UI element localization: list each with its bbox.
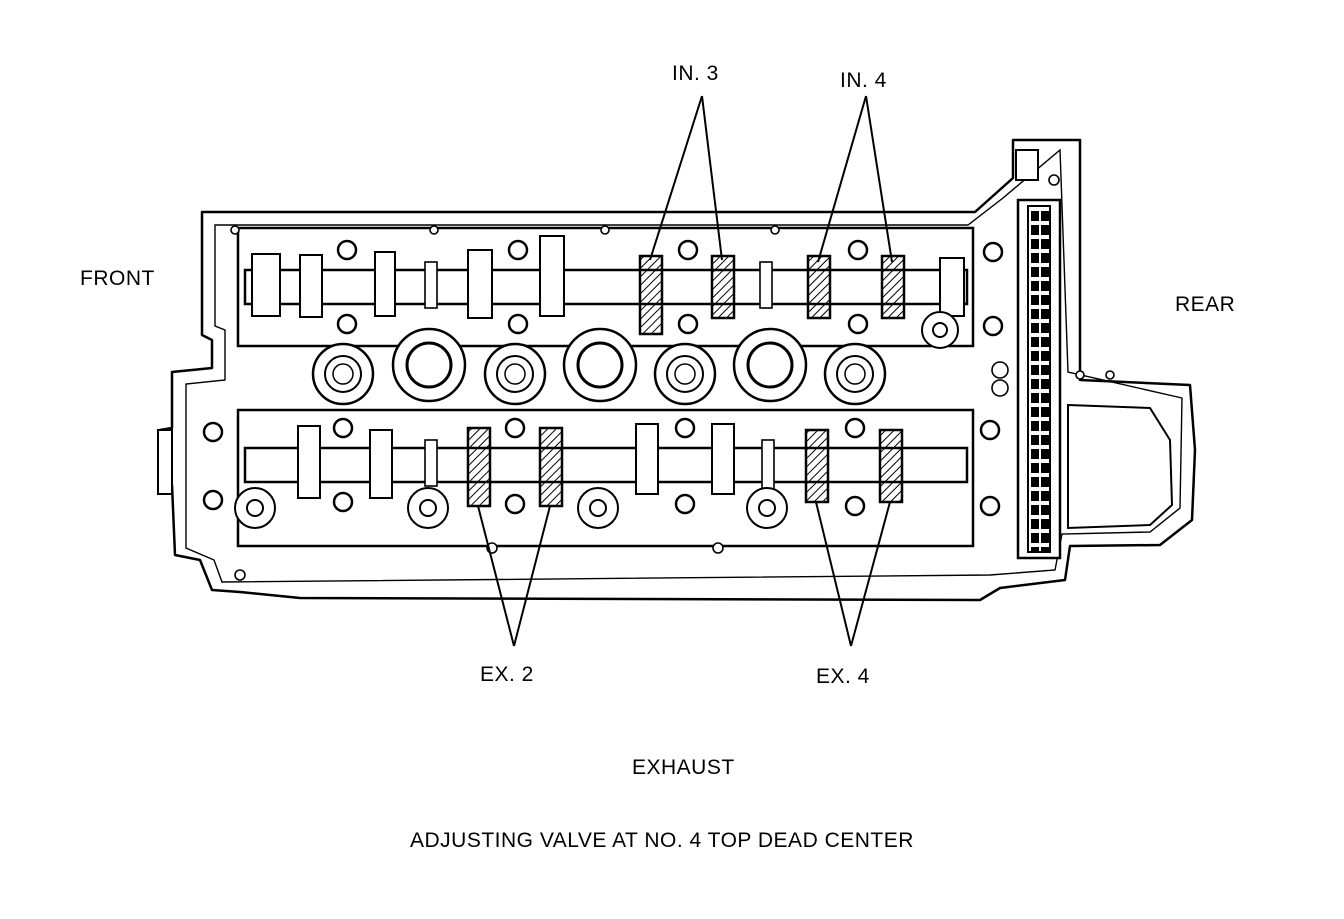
intake-camshaft — [243, 235, 969, 336]
exhaust-valve-ex4-a — [804, 428, 830, 504]
intake-valve-in3-a — [638, 254, 664, 336]
cam-cap-bolts — [202, 239, 1004, 517]
head-bolt-bosses — [234, 311, 959, 529]
exhaust-4-label: EX. 4 — [816, 665, 870, 688]
intake-valve-in4-a — [806, 254, 832, 320]
exhaust-2-label: EX. 2 — [480, 663, 534, 686]
intake-3-label: IN. 3 — [672, 62, 719, 85]
front-nub — [157, 429, 173, 495]
mounting-holes — [230, 174, 1115, 581]
rear-tensioner — [1067, 403, 1174, 530]
rear-label: REAR — [1175, 293, 1236, 316]
exhaust-valve-ex4-b — [878, 428, 904, 504]
diagram-caption: ADJUSTING VALVE AT NO. 4 TOP DEAD CENTER — [410, 829, 914, 852]
spark-plug-wells — [311, 327, 887, 406]
intake-valve-in3-b — [710, 254, 736, 320]
front-label: FRONT — [80, 267, 155, 290]
leader-lines — [477, 95, 893, 647]
timing-chain — [1015, 149, 1062, 560]
exhaust-cam-housing — [236, 408, 975, 548]
intake-valve-in4-b — [880, 254, 906, 320]
exhaust-valve-ex2-a — [466, 426, 492, 508]
exhaust-valve-ex2-b — [538, 426, 564, 508]
head-outline — [158, 138, 1197, 602]
exhaust-camshaft — [243, 423, 969, 508]
head-outline-inner — [185, 148, 1183, 583]
intake-4-label: IN. 4 — [840, 69, 887, 92]
exhaust-side-label: EXHAUST — [632, 756, 735, 779]
